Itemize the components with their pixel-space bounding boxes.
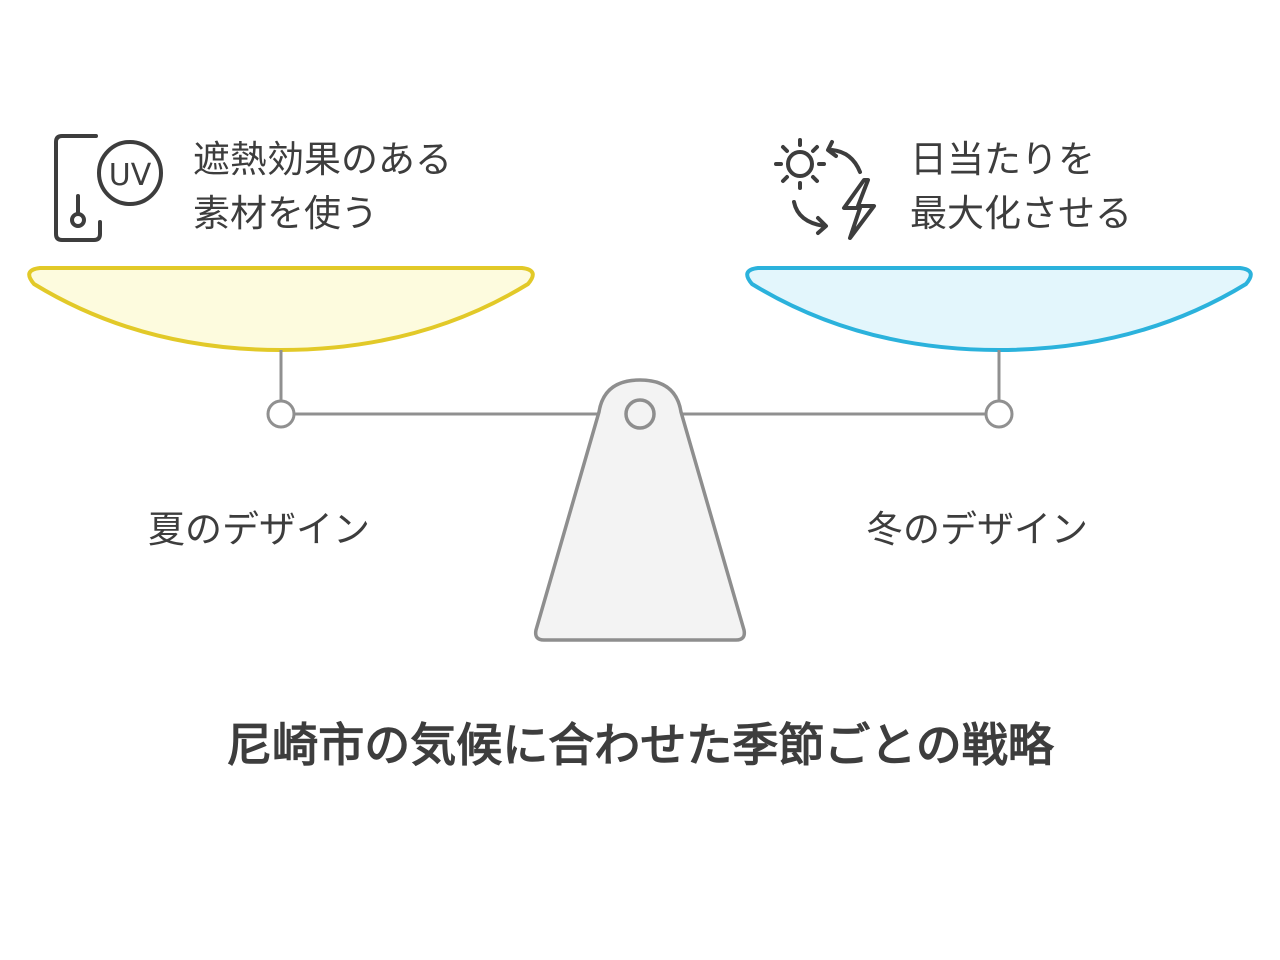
left-beam-joint (266, 399, 296, 429)
right-beam-joint (984, 399, 1014, 429)
right-pan (745, 266, 1253, 353)
right-caption-line2: 最大化させる (910, 192, 1132, 235)
left-caption-line1: 遮熱効果のある (193, 138, 452, 181)
svg-text:UV: UV (109, 158, 152, 193)
left-pan (27, 266, 535, 353)
fulcrum (533, 378, 747, 642)
diagram-title: 尼崎市の気候に合わせた季節ごとの戦略 (226, 718, 1054, 772)
winter-design-label: 冬のデザイン (866, 508, 1088, 551)
sun-energy-icon (774, 138, 876, 240)
left-caption: 遮熱効果のある 素材を使う (193, 133, 452, 241)
right-caption-line1: 日当たりを (910, 138, 1095, 181)
uv-phone-icon: UV (54, 134, 163, 242)
left-caption-line2: 素材を使う (193, 192, 378, 235)
fulcrum-pivot (624, 398, 656, 430)
summer-design-label: 夏のデザイン (148, 508, 370, 551)
right-caption: 日当たりを 最大化させる (910, 133, 1132, 241)
